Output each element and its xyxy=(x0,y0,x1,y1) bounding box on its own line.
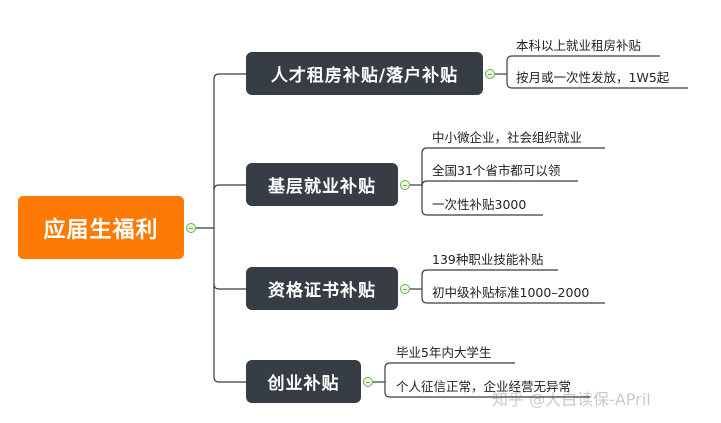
collapse-toggle-icon[interactable] xyxy=(363,377,373,387)
leaf-underline xyxy=(421,180,578,187)
branch-node-certificate-subsidy[interactable]: 资格证书补贴 xyxy=(246,267,398,310)
leaf-underline xyxy=(421,269,558,276)
leaf-text: 一次性补贴3000 xyxy=(432,197,527,212)
leaf-text: 中小微企业，社会组织就业 xyxy=(432,130,583,145)
leaf-underline xyxy=(384,362,515,369)
leaf-text: 全国31个省市都可以领 xyxy=(432,163,561,178)
leaf-text: 初中级补贴标准1000–2000 xyxy=(432,285,590,300)
leaf-underline xyxy=(506,82,688,89)
branch-connector xyxy=(213,283,246,290)
branch-node-grassroots-subsidy[interactable]: 基层就业补贴 xyxy=(246,163,398,206)
leaf-text: 按月或一次性发放，1W5起 xyxy=(516,70,670,85)
collapse-toggle-icon[interactable] xyxy=(186,223,196,233)
leaf-underline xyxy=(421,147,605,154)
collapse-toggle-icon[interactable] xyxy=(400,284,410,294)
branch-connector xyxy=(213,73,246,80)
leaf-underline xyxy=(421,297,605,304)
branch-node-rent-subsidy[interactable]: 人才租房补贴/落户补贴 xyxy=(246,52,483,95)
leaf-underline xyxy=(421,209,543,216)
leaf-text: 毕业5年内大学生 xyxy=(396,345,492,360)
branch-connector xyxy=(213,376,246,383)
collapse-toggle-icon[interactable] xyxy=(485,69,495,79)
leaf-text: 本科以上就业租房补贴 xyxy=(516,38,642,53)
branch-node-startup-subsidy[interactable]: 创业补贴 xyxy=(246,360,361,403)
watermark: 知乎 @大白读保-APril xyxy=(492,390,651,409)
leaf-text: 139种职业技能补贴 xyxy=(432,252,544,267)
root-node[interactable]: 应届生福利 xyxy=(18,196,184,259)
branch-connector xyxy=(213,184,246,191)
leaf-underline xyxy=(506,55,660,62)
leaf-text: 个人征信正常，企业经营无异常 xyxy=(396,379,572,394)
leaf-underline xyxy=(384,391,590,398)
collapse-toggle-icon[interactable] xyxy=(400,180,410,190)
